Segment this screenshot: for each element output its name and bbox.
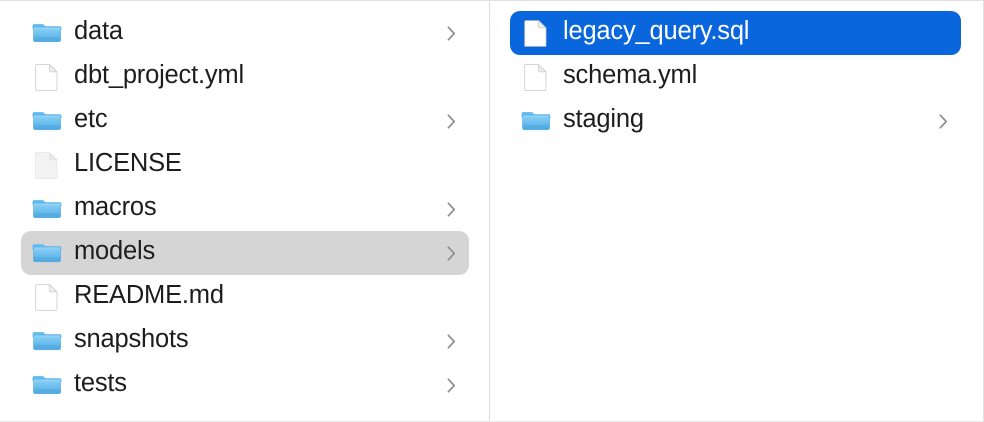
folder-row[interactable]: snapshots — [21, 319, 469, 363]
folder-icon — [32, 326, 62, 356]
folder-row[interactable]: tests — [21, 363, 469, 407]
item-label: LICENSE — [74, 151, 182, 178]
column-project-root[interactable]: data dbt_project.yml — [0, 1, 490, 421]
item-label: dbt_project.yml — [74, 63, 244, 90]
chevron-right-icon — [937, 111, 949, 131]
file-row[interactable]: LICENSE — [21, 143, 469, 187]
item-label: tests — [74, 371, 127, 398]
item-label: staging — [563, 107, 644, 134]
chevron-right-icon — [445, 375, 457, 395]
item-label: etc — [74, 107, 108, 134]
chevron-spacer — [445, 155, 457, 175]
document-icon — [521, 62, 551, 92]
item-label: schema.yml — [563, 63, 698, 90]
folder-icon — [32, 106, 62, 136]
document-icon — [521, 18, 551, 48]
folder-icon — [521, 106, 551, 136]
chevron-spacer — [445, 287, 457, 307]
chevron-spacer — [937, 23, 949, 43]
folder-row[interactable]: models — [21, 231, 469, 275]
chevron-right-icon — [445, 243, 457, 263]
column-models-folder[interactable]: legacy_query.sql schema.yml stag — [490, 1, 983, 421]
folder-icon — [32, 194, 62, 224]
chevron-right-icon — [445, 111, 457, 131]
folder-row[interactable]: etc — [21, 99, 469, 143]
item-label: legacy_query.sql — [563, 19, 750, 46]
item-label: data — [74, 19, 123, 46]
document-icon — [32, 282, 62, 312]
folder-row[interactable]: data — [21, 11, 469, 55]
document-plain-icon — [32, 150, 62, 180]
document-icon — [32, 62, 62, 92]
item-label: models — [74, 239, 156, 266]
file-row[interactable]: legacy_query.sql — [510, 11, 961, 55]
folder-icon — [32, 18, 62, 48]
chevron-right-icon — [445, 23, 457, 43]
item-label: snapshots — [74, 327, 189, 354]
chevron-right-icon — [445, 199, 457, 219]
folder-row[interactable]: macros — [21, 187, 469, 231]
folder-row[interactable]: staging — [510, 99, 961, 143]
item-label: macros — [74, 195, 157, 222]
file-row[interactable]: README.md — [21, 275, 469, 319]
folder-icon — [32, 370, 62, 400]
chevron-spacer — [445, 67, 457, 87]
file-row[interactable]: dbt_project.yml — [21, 55, 469, 99]
chevron-right-icon — [445, 331, 457, 351]
chevron-spacer — [937, 67, 949, 87]
file-row[interactable]: schema.yml — [510, 55, 961, 99]
item-label: README.md — [74, 283, 224, 310]
folder-icon — [32, 238, 62, 268]
